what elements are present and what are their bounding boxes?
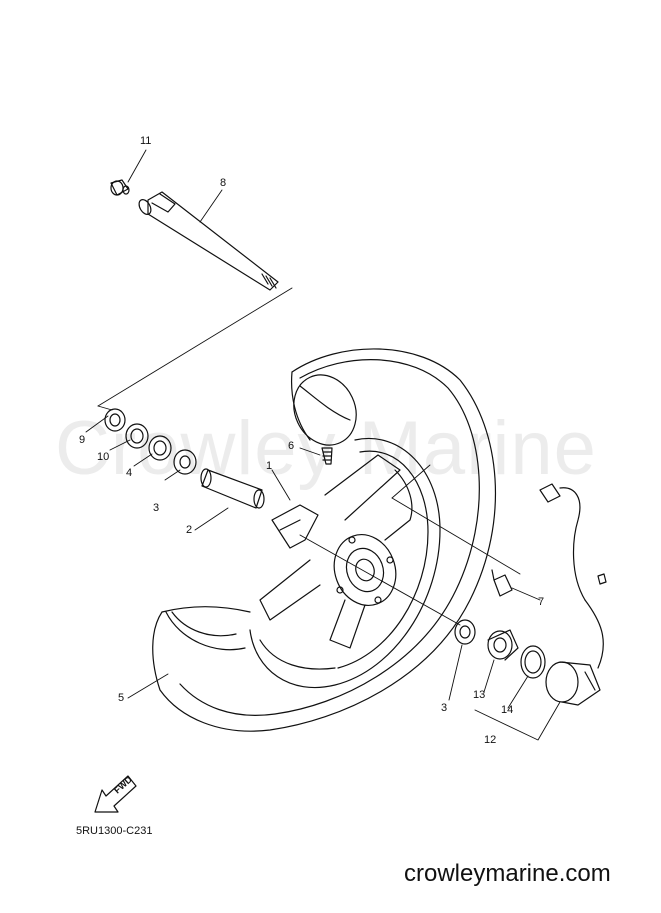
- callout-10: 10: [97, 451, 110, 463]
- callout-8: 8: [220, 177, 227, 189]
- fwd-arrow-icon: [94, 775, 137, 813]
- website-link[interactable]: crowleymarine.com: [404, 860, 611, 887]
- bearing-part-3-left: [173, 449, 197, 475]
- callout-6: 6: [288, 440, 295, 452]
- collar-part-11: [110, 179, 130, 196]
- clip-part-7: [491, 569, 513, 597]
- tire-part-5: [152, 348, 497, 732]
- bearing-part-4: [148, 435, 172, 461]
- collar-part-9: [104, 408, 126, 432]
- callout-13: 13: [473, 689, 486, 701]
- callout-9: 9: [79, 434, 86, 446]
- axle-part-8: [138, 191, 279, 291]
- speedometer-gear-unit: [539, 483, 607, 706]
- bearing-part-3-right: [454, 619, 476, 645]
- wheel-rim-part-1: [249, 437, 441, 689]
- callout-12: 12: [484, 734, 497, 746]
- callout-7: 7: [538, 596, 545, 608]
- callout-1: 1: [266, 460, 273, 472]
- ring-part-14: [520, 645, 546, 679]
- callout-11: 11: [140, 135, 152, 147]
- valve-part-6: [321, 447, 333, 465]
- callout-2: 2: [186, 524, 193, 536]
- diagram-code: 5RU1300-C231: [76, 825, 153, 837]
- callout-4: 4: [126, 467, 133, 479]
- callout-5: 5: [118, 692, 125, 704]
- callout-3-right: 3: [441, 702, 448, 714]
- leader-lines: [85, 149, 561, 741]
- gear-part-13: [487, 629, 519, 661]
- callout-14: 14: [501, 704, 514, 716]
- callout-3-left: 3: [153, 502, 160, 514]
- oil-seal-part-10: [125, 423, 149, 449]
- spacer-part-2: [200, 468, 265, 509]
